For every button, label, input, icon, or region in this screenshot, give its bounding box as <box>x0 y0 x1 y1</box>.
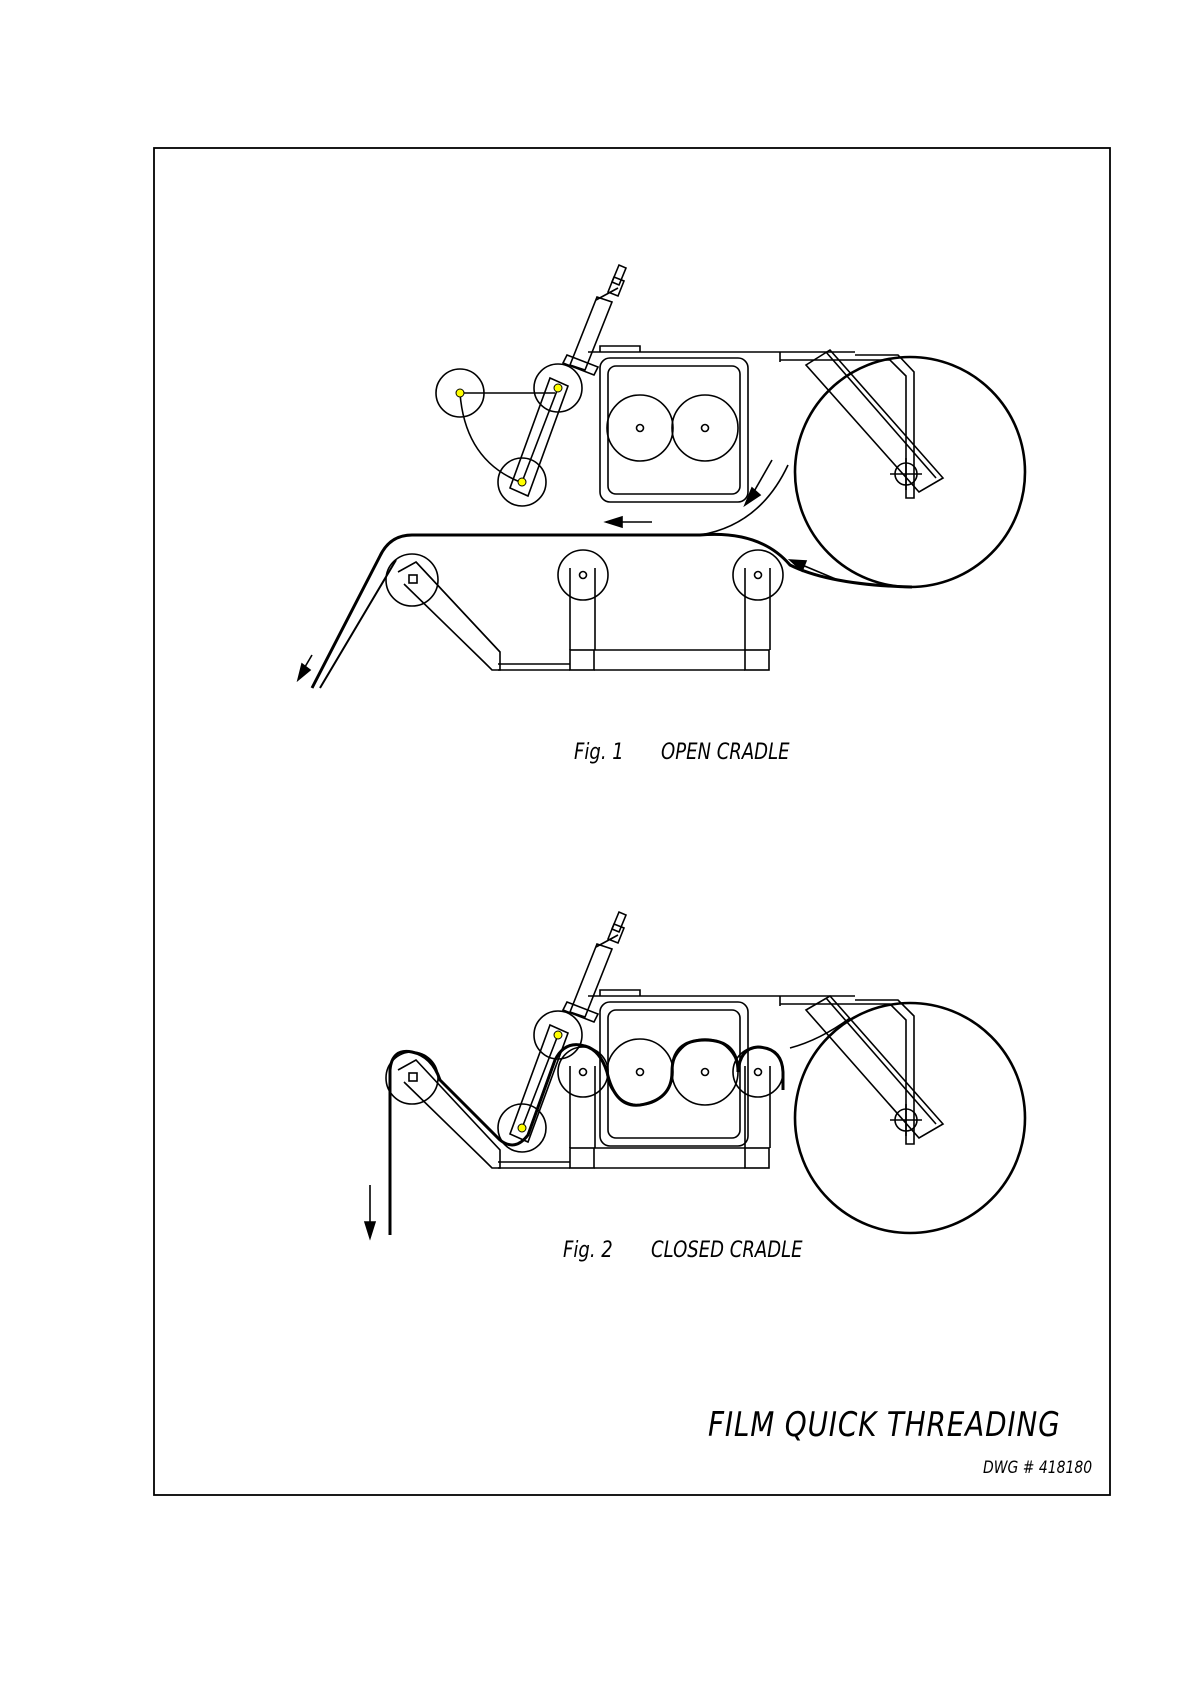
film-web-path-2 <box>390 1018 850 1235</box>
nip-roller-box <box>600 358 748 502</box>
figure-1-open-cradle <box>298 265 1025 688</box>
nip-roller-box-2 <box>600 1002 748 1146</box>
figure-1-number: Fig. 1 <box>574 742 624 764</box>
film-web-path <box>312 465 912 688</box>
swing-arm <box>436 265 626 506</box>
idler-rollers-2 <box>386 1047 783 1168</box>
drawing-number: DWG # 418180 <box>983 1460 1092 1477</box>
figure-1-caption: OPEN CRADLE <box>661 742 790 764</box>
figure-2-closed-cradle <box>365 912 1025 1238</box>
drawing-border <box>154 148 1110 1495</box>
idler-rollers <box>386 550 783 670</box>
flow-arrows <box>298 460 838 680</box>
film-roll <box>795 350 1025 587</box>
drawing-title: FILM QUICK THREADING <box>708 1408 1061 1442</box>
swing-arm-2 <box>498 912 626 1152</box>
figure-2-caption: CLOSED CRADLE <box>651 1240 803 1262</box>
flow-arrow-down <box>365 1185 375 1238</box>
figure-2-number: Fig. 2 <box>563 1240 613 1262</box>
top-frame <box>588 346 914 498</box>
